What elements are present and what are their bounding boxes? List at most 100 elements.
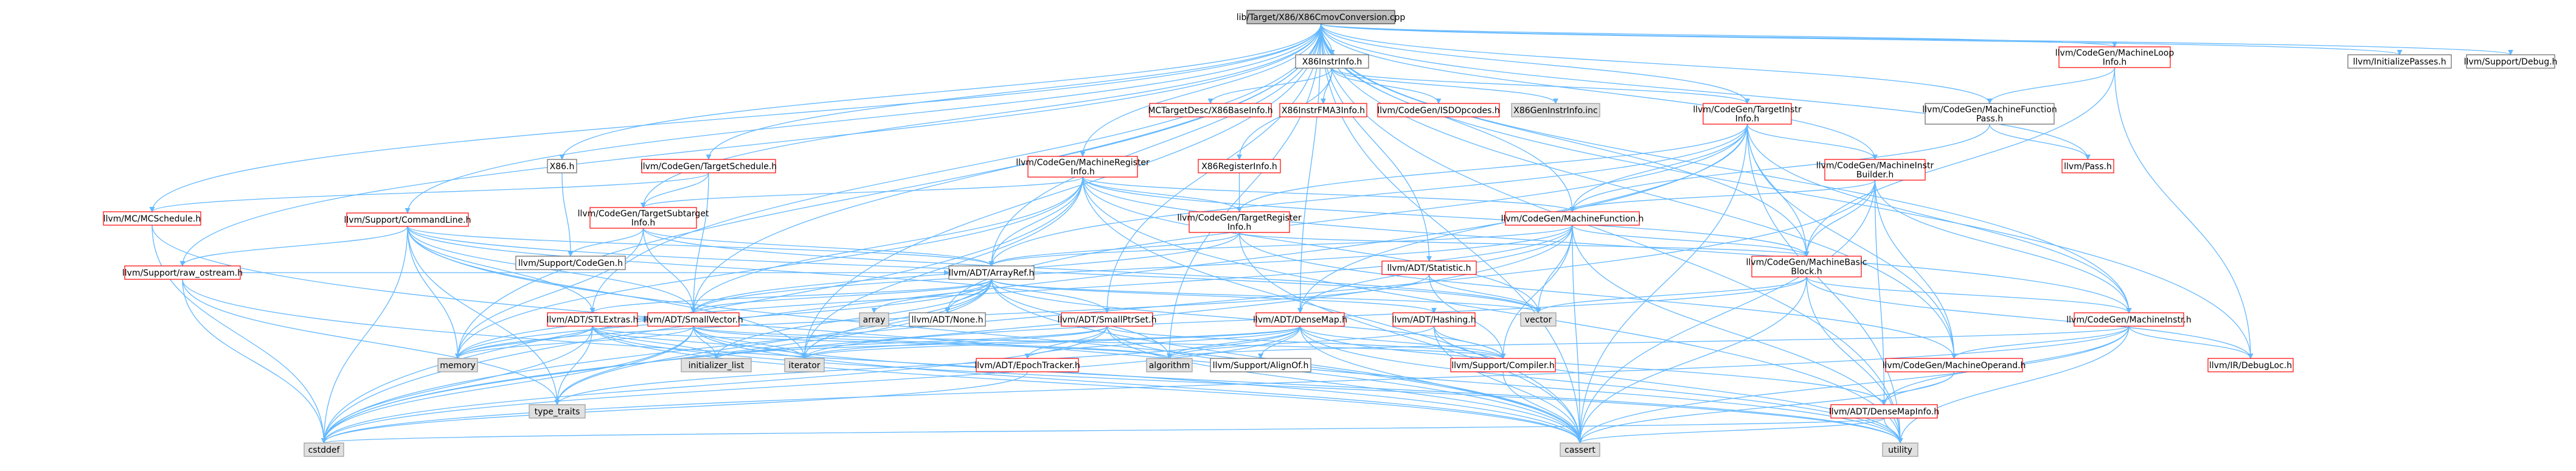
edge-root-to-targetinstrinfo bbox=[1320, 23, 1750, 104]
edge-machinebasicblock-to-vector bbox=[1535, 276, 1807, 313]
node-box-densemapinfo bbox=[1830, 404, 1938, 419]
edge-statistic-to-vector bbox=[1428, 274, 1541, 313]
node-box-commandline bbox=[346, 212, 469, 227]
node-pass[interactable]: llvm/Pass.h bbox=[2061, 159, 2114, 173]
node-alignof[interactable]: llvm/Support/AlignOf.h bbox=[1210, 358, 1311, 372]
node-epoch[interactable]: llvm/ADT/EpochTracker.h bbox=[974, 358, 1080, 372]
edge-machineinstrbuilder-to-machineinstr bbox=[1874, 180, 2132, 313]
node-machinefunction[interactable]: llvm/CodeGen/MachineFunction.h bbox=[1501, 211, 1644, 226]
node-label-x86geninstr: X86GenInstrInfo.inc bbox=[1513, 106, 1597, 116]
edge-arrayref-to-smallvector bbox=[690, 279, 992, 313]
edge-targetinstrinfo-to-cassert bbox=[1577, 124, 1748, 444]
node-arrayref[interactable]: llvm/ADT/ArrayRef.h bbox=[948, 265, 1035, 280]
edge-targetinstrinfo-to-cstddef bbox=[321, 124, 1748, 444]
dependency-nodes: lib/Target/X86/X86CmovConversion.cppX86I… bbox=[103, 10, 2558, 457]
edge-commandline-to-iterator bbox=[407, 226, 808, 359]
edge-arrayref-to-vector bbox=[991, 279, 1541, 313]
node-label-targetschedule: llvm/CodeGen/TargetSchedule.h bbox=[641, 162, 777, 172]
edge-targetinstrinfo-to-machinebasicblock bbox=[1746, 124, 1810, 257]
node-label-statistic: llvm/ADT/Statistic.h bbox=[1387, 263, 1471, 273]
node-x86instrinfo[interactable]: X86InstrInfo.h bbox=[1295, 54, 1369, 69]
node-label-none: llvm/ADT/None.h bbox=[912, 315, 984, 325]
edge-targetreginfo-to-arrayref bbox=[988, 232, 1240, 267]
node-label-debug: llvm/Support/Debug.h bbox=[2464, 57, 2558, 67]
node-array: array bbox=[859, 312, 889, 327]
node-commandline[interactable]: llvm/Support/CommandLine.h bbox=[344, 212, 471, 227]
node-box-smallptrset bbox=[1061, 312, 1153, 327]
edge-machineinstrbuilder-to-densemapinfo bbox=[1874, 180, 1887, 405]
edge-smallvector-to-init_list bbox=[693, 326, 720, 359]
node-label-x86instrinfo: X86InstrInfo.h bbox=[1302, 57, 1363, 67]
node-statistic[interactable]: llvm/ADT/Statistic.h bbox=[1381, 260, 1477, 275]
edge-densemap-to-algorithm bbox=[1167, 326, 1301, 359]
node-label-raw_ostream: llvm/Support/raw_ostream.h bbox=[122, 268, 243, 278]
edge-targetreginfo-to-cassert bbox=[1238, 232, 1583, 444]
node-x86fma3[interactable]: X86InstrFMA3Info.h bbox=[1279, 103, 1367, 117]
node-box-utility bbox=[1882, 442, 1918, 457]
node-x86h[interactable]: X86.h bbox=[547, 159, 577, 173]
node-mcschedule[interactable]: llvm/MC/MCSchedule.h bbox=[103, 211, 201, 226]
node-debug[interactable]: llvm/Support/Debug.h bbox=[2464, 54, 2558, 69]
edge-x86h-to-codegen bbox=[561, 172, 574, 257]
node-initpasses[interactable]: llvm/InitializePasses.h bbox=[2347, 54, 2452, 69]
edge-arrayref-to-iterator bbox=[801, 279, 992, 359]
node-targetschedule[interactable]: llvm/CodeGen/TargetSchedule.h bbox=[641, 159, 777, 173]
node-box-targetschedule bbox=[641, 159, 776, 173]
edge-machinereginfo-to-targetreginfo bbox=[1082, 176, 1242, 212]
edge-commandline-to-cstddef bbox=[321, 226, 408, 444]
node-root[interactable]: lib/Target/X86/X86CmovConversion.cpp bbox=[1237, 10, 1406, 24]
node-box-machinefunctionpass bbox=[1925, 103, 2055, 125]
node-algorithm: algorithm bbox=[1146, 358, 1193, 372]
node-box-x86fma3 bbox=[1279, 103, 1367, 117]
edge-root-to-x86h bbox=[559, 23, 1322, 160]
edge-machinefunction-to-memory bbox=[455, 225, 1573, 359]
edge-root-to-commandline bbox=[404, 23, 1322, 214]
edge-machinefunction-to-machinebasicblock bbox=[1572, 225, 1810, 257]
node-label-type_traits: type_traits bbox=[535, 407, 580, 417]
node-densemap[interactable]: llvm/ADT/DenseMap.h bbox=[1253, 312, 1347, 327]
node-x86geninstr: X86GenInstrInfo.inc bbox=[1511, 103, 1600, 117]
node-stlextras[interactable]: llvm/ADT/STLExtras.h bbox=[547, 312, 639, 327]
node-box-targetsubtarget bbox=[589, 207, 697, 229]
node-isdopcodes[interactable]: llvm/CodeGen/ISDOpcodes.h bbox=[1377, 103, 1500, 117]
node-smallptrset[interactable]: llvm/ADT/SmallPtrSet.h bbox=[1058, 312, 1157, 327]
edge-machineinstrbuilder-to-cstddef bbox=[321, 180, 1876, 444]
edge-targetinstrinfo-to-machineoperand bbox=[1746, 124, 1957, 359]
node-label-debugloc: llvm/IR/DebugLoc.h bbox=[2209, 361, 2292, 371]
edge-machineinstrbuilder-to-cassert bbox=[1577, 180, 1876, 444]
edge-machineinstrbuilder-to-machinebasicblock bbox=[1804, 180, 1876, 257]
node-hashing[interactable]: llvm/ADT/Hashing.h bbox=[1392, 312, 1476, 327]
node-mctargetdesc[interactable]: MCTargetDesc/X86BaseInfo.h bbox=[1148, 103, 1273, 117]
node-label-epoch: llvm/ADT/EpochTracker.h bbox=[974, 361, 1080, 371]
node-machineoperand[interactable]: llvm/CodeGen/MachineOperand.h bbox=[1883, 358, 2026, 372]
node-label-vector: vector bbox=[1525, 315, 1552, 325]
edge-smallptrset-to-cassert bbox=[1106, 326, 1583, 444]
node-none[interactable]: llvm/ADT/None.h bbox=[909, 312, 986, 327]
node-machineinstr[interactable]: llvm/CodeGen/MachineInstr.h bbox=[2066, 312, 2192, 327]
node-raw_ostream[interactable]: llvm/Support/raw_ostream.h bbox=[122, 265, 243, 280]
node-debugloc[interactable]: llvm/IR/DebugLoc.h bbox=[2207, 358, 2294, 372]
edge-densemapinfo-to-utility bbox=[1883, 417, 1903, 444]
node-label-iterator: iterator bbox=[788, 361, 820, 371]
edge-stlextras-to-type_traits bbox=[554, 326, 593, 405]
edge-hashing-to-algorithm bbox=[1167, 326, 1435, 359]
node-label-isdopcodes: llvm/CodeGen/ISDOpcodes.h bbox=[1377, 106, 1499, 116]
node-densemapinfo[interactable]: llvm/ADT/DenseMapInfo.h bbox=[1829, 404, 1939, 419]
node-label-array: array bbox=[863, 315, 886, 325]
node-box-x86geninstr bbox=[1511, 103, 1600, 117]
edge-smallvector-to-compiler bbox=[693, 326, 1506, 359]
node-x86reginfo[interactable]: X86RegisterInfo.h bbox=[1198, 159, 1281, 173]
node-compiler[interactable]: llvm/Support/Compiler.h bbox=[1450, 358, 1556, 372]
edge-machinereginfo-to-machinefunction bbox=[1082, 176, 1575, 212]
node-smallvector[interactable]: llvm/ADT/SmallVector.h bbox=[644, 312, 743, 327]
node-codegen[interactable]: llvm/Support/CodeGen.h bbox=[515, 256, 626, 270]
